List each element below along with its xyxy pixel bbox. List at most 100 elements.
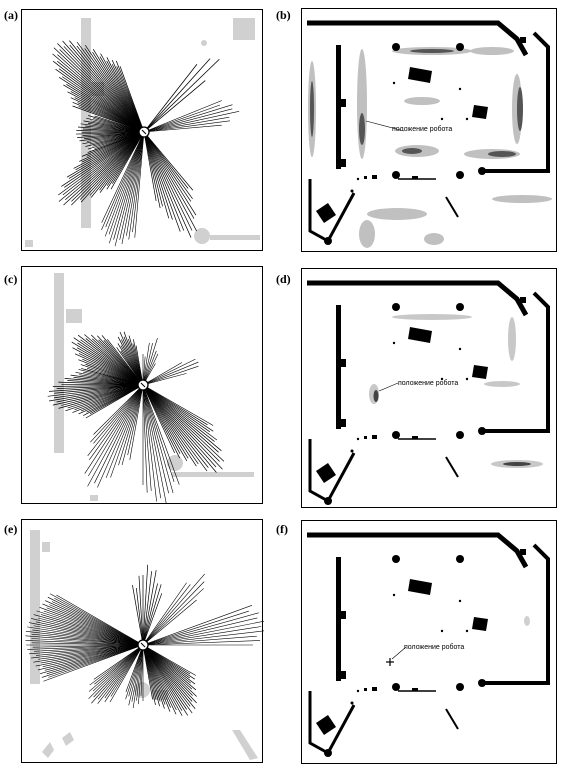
scan-ray (143, 131, 197, 232)
scan-ray (43, 610, 144, 646)
small-marker (350, 189, 354, 193)
scan-ray (39, 644, 144, 674)
scan-ray (108, 131, 145, 235)
scan-ray (142, 573, 205, 646)
column (478, 427, 486, 435)
scan-ray (39, 607, 144, 646)
scan-ray (66, 131, 145, 178)
scan-ray (48, 384, 144, 402)
scan-ray (46, 607, 144, 646)
scan-ray (143, 108, 233, 133)
scan-ray (143, 131, 197, 216)
scan-ray (143, 131, 157, 201)
scan-ray (142, 644, 197, 676)
panel-label-e: (e) (4, 522, 18, 536)
small-marker (440, 377, 444, 381)
scan-ray (142, 570, 157, 646)
scan-ray (56, 384, 144, 403)
diagonal-wall (445, 708, 459, 730)
table-box (408, 327, 432, 343)
scan-ray (90, 131, 145, 198)
scan-ray (143, 120, 230, 133)
scan-ray (142, 384, 211, 433)
scan-ray (25, 631, 144, 646)
scan-ray (89, 131, 145, 196)
panel-d-map-view: положение робота (301, 268, 557, 508)
scan-c-obstacles (54, 273, 254, 501)
small-marker (356, 689, 360, 693)
scan-ray (72, 105, 145, 133)
scan-ray (90, 384, 144, 443)
scan-ray (47, 384, 144, 397)
scan-ray (126, 131, 145, 236)
column (392, 555, 400, 563)
map-b-static (307, 20, 550, 245)
scan-ray (49, 384, 144, 392)
scan-a-canvas (25, 18, 260, 247)
scan-ray (38, 644, 144, 660)
scan-ray (40, 644, 144, 664)
scan-ray (142, 584, 191, 646)
scan-ray (142, 384, 208, 426)
scan-ray (101, 131, 145, 230)
scan-ray (47, 596, 144, 646)
scan-ray (93, 644, 144, 698)
panel-f-map-view: положение робота (301, 520, 557, 764)
scan-ray (52, 384, 144, 406)
wall-left-notch (341, 671, 346, 679)
scan-ray (77, 342, 144, 386)
scan-ray (46, 644, 144, 675)
scan-ray (54, 384, 144, 394)
scan-ray (142, 384, 161, 499)
scan-ray (32, 644, 144, 648)
scan-ray (61, 131, 145, 187)
scan-ray (57, 54, 145, 133)
scan-ray (142, 384, 148, 493)
small-marker (350, 701, 354, 705)
scan-ray (142, 342, 150, 386)
corner-box (316, 203, 336, 223)
scan-ray (142, 384, 152, 491)
scan-ray (142, 644, 193, 696)
scan-ray (142, 644, 197, 697)
panel-label-a: (a) (4, 8, 18, 22)
scan-ray (58, 76, 145, 133)
robot-position-label-b: положение робота (392, 125, 452, 133)
scan-ray (129, 384, 144, 460)
scan-ray (114, 131, 145, 247)
scan-ray (93, 384, 144, 444)
scan-ray (104, 131, 145, 237)
small-marker (392, 593, 396, 597)
scan-ray (35, 644, 144, 667)
scan-ray (143, 131, 192, 238)
scan-ray (142, 350, 157, 386)
wall-segment (364, 688, 367, 691)
wall-segment (372, 687, 377, 691)
scan-ray (142, 593, 163, 646)
scan-ray (143, 104, 233, 133)
panel-c-scan-view (21, 266, 263, 504)
scan-ray (42, 603, 144, 646)
scan-ray (105, 384, 144, 479)
scan-ray (142, 358, 196, 386)
small-marker (465, 629, 469, 633)
scan-ray (143, 104, 221, 133)
scan-ray (138, 575, 144, 646)
scan-ray (142, 384, 223, 470)
scan-ray (49, 593, 144, 646)
scan-ray (128, 131, 145, 240)
map-b-canvas: положение робота (307, 20, 552, 248)
scan-ray (31, 633, 144, 646)
scan-ray (80, 131, 145, 203)
robot-heading-e (140, 642, 146, 648)
scan-ray (109, 131, 145, 244)
robot-heading-c (140, 382, 146, 388)
column (392, 43, 400, 51)
scan-ray (142, 612, 259, 646)
wall-segment (372, 435, 377, 439)
scan-ray (27, 626, 144, 646)
wall-segment (372, 175, 377, 179)
wall-top (307, 532, 529, 569)
scan-ray (119, 131, 145, 240)
scan-ray (69, 40, 145, 133)
